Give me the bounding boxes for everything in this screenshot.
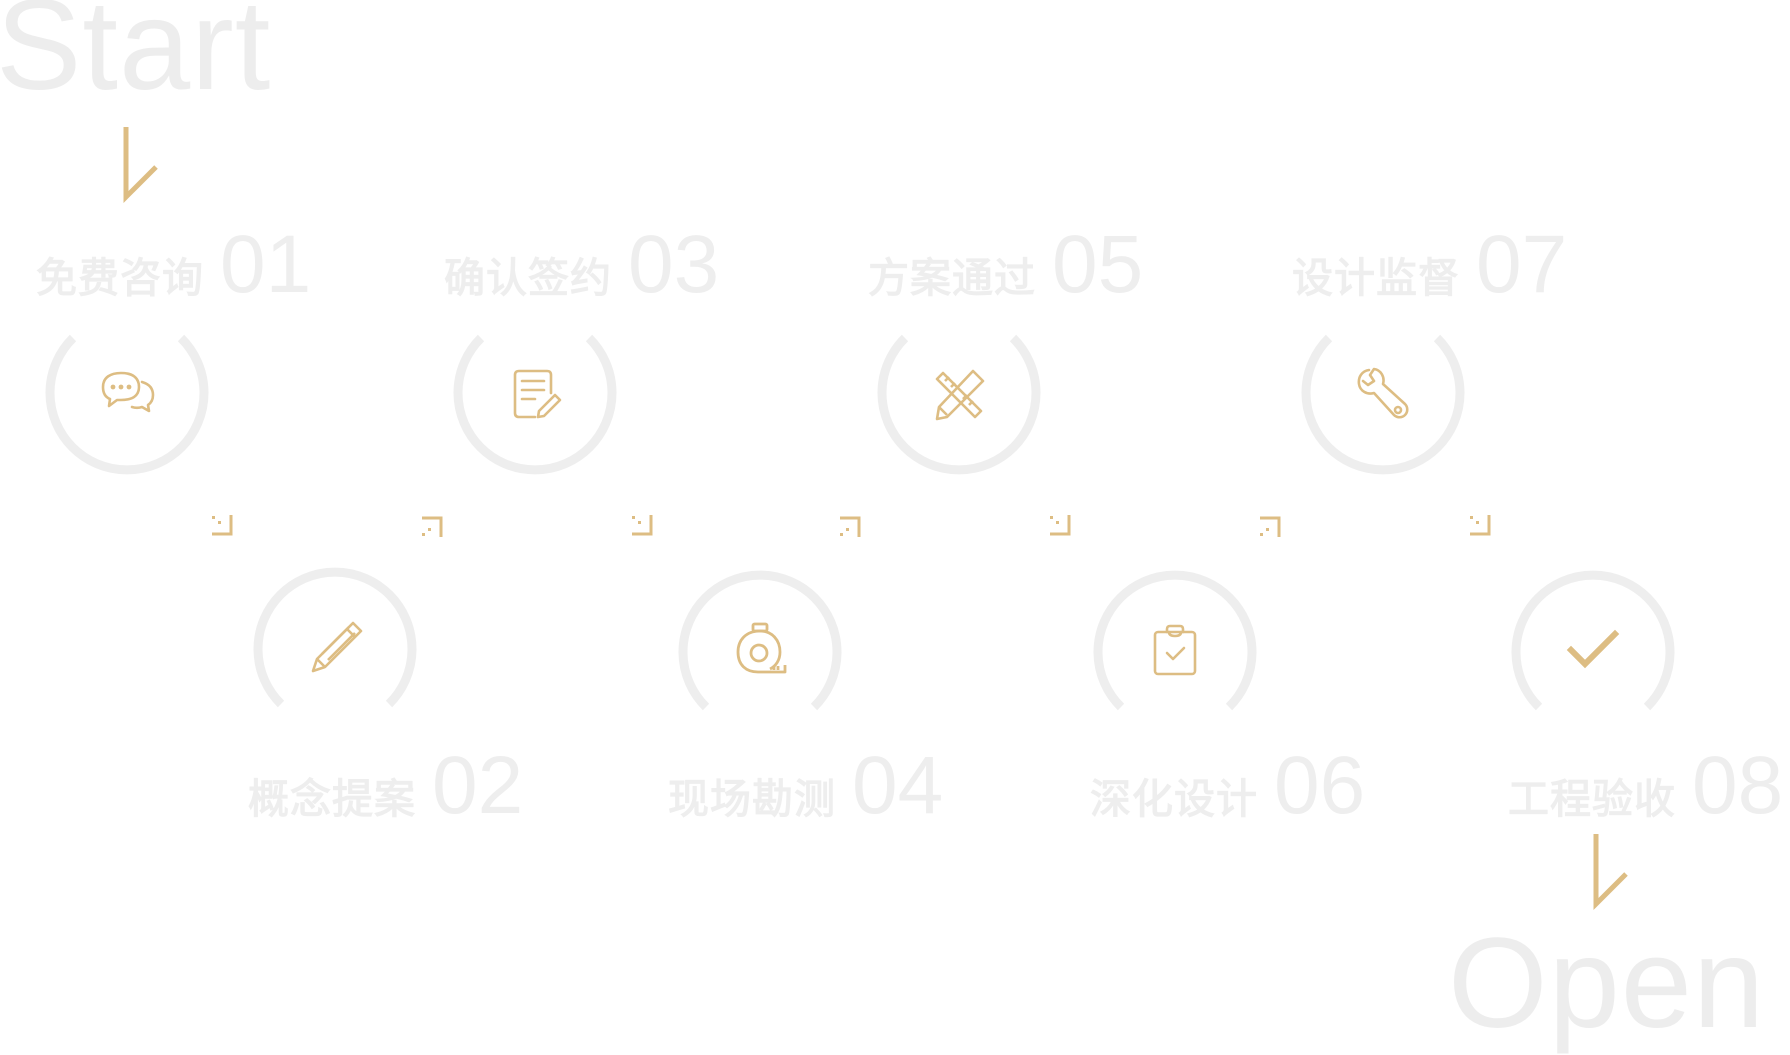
step-name: 工程验收 [1508, 775, 1676, 823]
step-label: 设计监督 07 [1292, 224, 1567, 306]
clipboard-check-icon [1153, 624, 1197, 676]
step-name: 方案通过 [868, 254, 1036, 302]
step-ring [450, 310, 620, 480]
step-number: 01 [220, 219, 312, 310]
pencil-icon [311, 621, 363, 673]
connector-up-icon [840, 516, 861, 537]
progress-arc [877, 334, 1041, 475]
step-number: 07 [1476, 219, 1568, 310]
connector-down-icon [1470, 515, 1491, 536]
connector-down-icon [212, 515, 233, 536]
step-number: 05 [1052, 219, 1144, 310]
step-label: 概念提案 02 [248, 745, 523, 827]
step-name: 现场勘测 [668, 775, 836, 823]
step-number: 06 [1274, 740, 1366, 831]
end-label: Open [1448, 912, 1766, 1055]
step-label: 现场勘测 04 [668, 745, 943, 827]
step-number: 08 [1692, 740, 1784, 831]
ruler-pencil-icon [935, 369, 985, 421]
start-label: Start [0, 0, 272, 117]
connector-down-icon [632, 515, 653, 536]
progress-arc [1093, 570, 1257, 711]
connector-up-icon [422, 516, 443, 537]
wrench-icon [1357, 367, 1409, 419]
step-name: 免费咨询 [36, 254, 204, 302]
progress-arc [253, 567, 417, 708]
step-name: 设计监督 [1292, 254, 1460, 302]
step-label: 免费咨询 01 [36, 224, 311, 306]
down-arrow-icon [123, 127, 158, 204]
step-number: 03 [628, 219, 720, 310]
progress-arc [453, 334, 617, 475]
step-name: 概念提案 [248, 775, 416, 823]
step-ring [874, 310, 1044, 480]
step-label: 深化设计 06 [1090, 745, 1365, 827]
connector-up-icon [1260, 516, 1281, 537]
step-ring [250, 562, 420, 732]
tape-measure-icon [736, 622, 787, 674]
step-name: 确认签约 [444, 254, 612, 302]
contract-edit-icon [513, 369, 562, 419]
step-ring [675, 565, 845, 735]
down-arrow-icon [1593, 834, 1628, 911]
step-ring [1090, 565, 1260, 735]
step-ring [1508, 565, 1678, 735]
step-name: 深化设计 [1090, 775, 1258, 823]
step-label: 确认签约 03 [444, 224, 719, 306]
step-ring [1298, 310, 1468, 480]
progress-arc [45, 334, 209, 475]
step-label: 工程验收 08 [1508, 745, 1783, 827]
step-number: 02 [432, 740, 524, 831]
chat-bubbles-icon [101, 371, 155, 413]
checkmark-icon [1566, 629, 1620, 669]
progress-arc [1301, 334, 1465, 475]
progress-arc [678, 570, 842, 711]
connector-down-icon [1050, 515, 1071, 536]
step-number: 04 [852, 740, 944, 831]
progress-arc [1511, 570, 1675, 711]
step-label: 方案通过 05 [868, 224, 1143, 306]
step-ring [42, 310, 212, 480]
